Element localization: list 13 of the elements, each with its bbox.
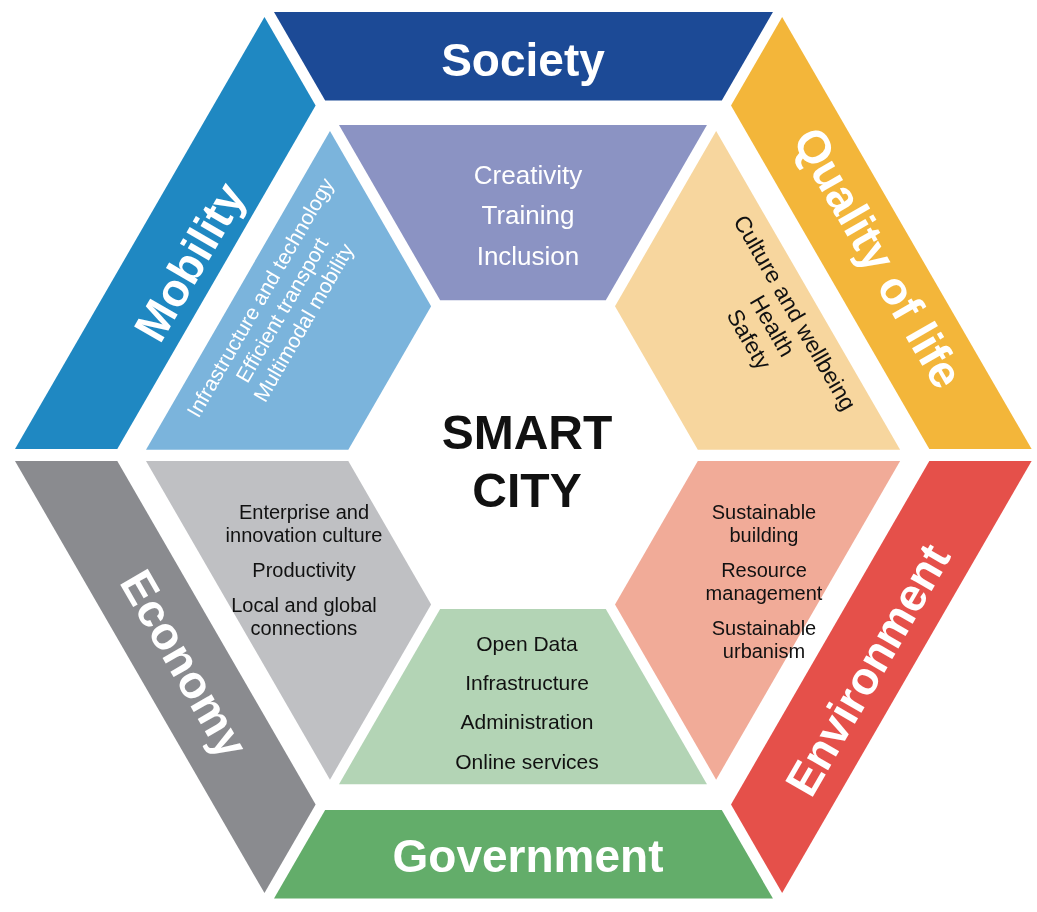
segment-item: Inclusion — [475, 240, 581, 273]
segment-item: Creativity — [473, 159, 583, 192]
segment-title: Society — [441, 33, 605, 87]
segment-item: Administration — [459, 709, 595, 735]
segment-item: Training — [480, 199, 576, 233]
segment-title: Government — [392, 829, 664, 883]
segment-item: Open Data — [475, 630, 579, 656]
segment-item: Sustainable building — [710, 501, 817, 546]
center-title: SMART CITY — [440, 405, 614, 519]
segment-item: Productivity — [251, 558, 357, 582]
segment-item: Infrastructure — [464, 669, 590, 695]
segment-item: Enterprise and innovation culture — [224, 500, 384, 547]
segment-item: Online services — [455, 748, 599, 774]
